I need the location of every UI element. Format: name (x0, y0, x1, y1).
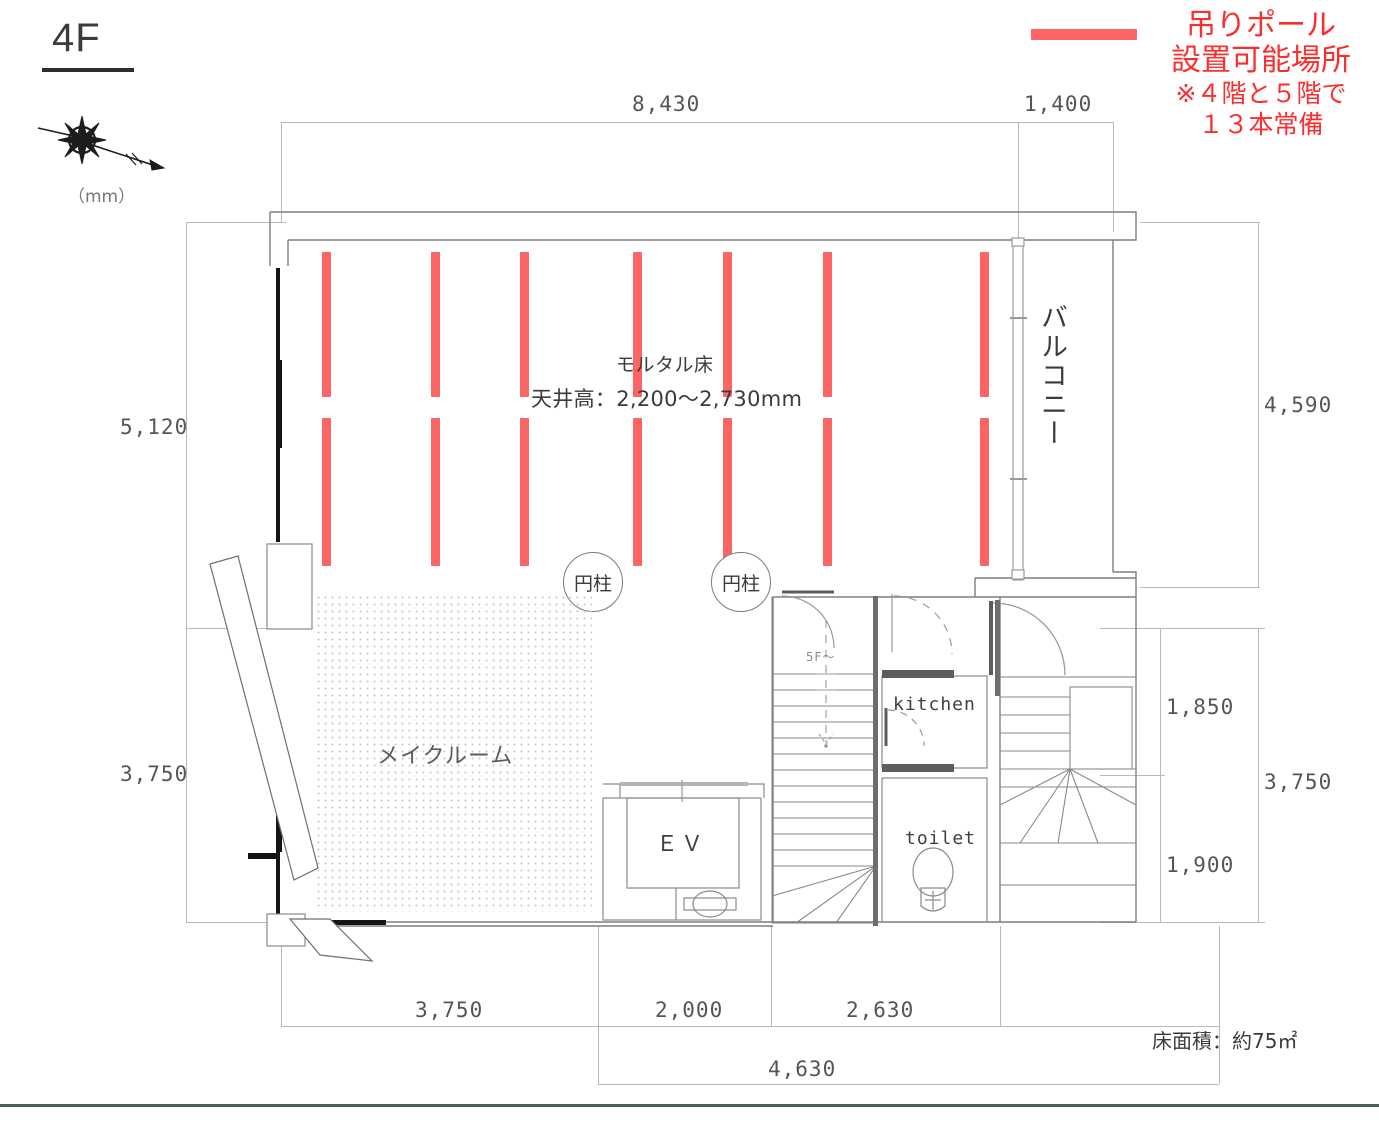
dim-tick-bottom-2 (598, 926, 599, 1084)
wall-left-stub (248, 853, 276, 859)
hanging-pole-4-lower (633, 418, 642, 566)
elevator-label: ＥＶ (656, 832, 707, 857)
elevator-shaft (602, 780, 765, 921)
hanging-pole-2-lower (431, 418, 440, 566)
dim-right-lower-total: 3,750 (1264, 770, 1333, 794)
compass-icon (37, 115, 166, 171)
stair-up-label: 5F〜 (806, 650, 836, 664)
dim-line-left (186, 222, 187, 922)
ceiling-height-label: 天井高：2,200〜2,730mm (531, 387, 803, 411)
mortar-floor-label: モルタル床 (616, 354, 714, 376)
dim-line-right-lower (1258, 628, 1259, 922)
wall-left-segment-2 (276, 360, 282, 448)
hanging-pole-2-upper (431, 252, 440, 397)
dim-tick-right-lower-bottom (1100, 922, 1265, 923)
wall-left-segment-1 (276, 268, 280, 360)
dim-right-upper: 4,590 (1264, 393, 1333, 417)
make-room-area (315, 594, 592, 912)
floor-area-note: 床面積：約75㎡ (1152, 1029, 1298, 1053)
legend-note-1: ※４階と５階で (1175, 79, 1347, 108)
kitchen-label: kitchen (893, 694, 976, 715)
dim-bottom-mid: 2,000 (655, 998, 724, 1022)
dim-tick-top-mid (1018, 122, 1019, 240)
dim-line-top (281, 122, 1114, 123)
dim-tick-bottom-1 (281, 926, 282, 1026)
bottom-divider (0, 1104, 1379, 1107)
column-circle-1-label: 円柱 (573, 572, 612, 595)
column-circle-2: 円柱 (711, 552, 771, 612)
hanging-pole-6-lower (823, 418, 832, 566)
dim-top-main: 8,430 (632, 92, 701, 116)
balcony-railing (1010, 237, 1027, 581)
door-swing-stair (781, 590, 835, 649)
hanging-pole-5-lower (723, 418, 732, 566)
column-circle-2-label: 円柱 (721, 572, 760, 595)
pilaster-left (266, 543, 313, 630)
make-room-label: メイクルーム (377, 744, 514, 769)
page-title: 4F (52, 16, 101, 60)
dim-right-inner-lower: 1,900 (1166, 853, 1235, 877)
secondary-staircase (999, 676, 1137, 886)
hanging-pole-5-upper (723, 252, 732, 397)
dim-bottom-total: 4,630 (768, 1057, 837, 1081)
dim-top-balcony: 1,400 (1024, 92, 1093, 116)
hanging-pole-3-upper (520, 252, 529, 397)
legend-line-1: 吊りポール (1186, 8, 1336, 43)
dim-line-bottom-total (598, 1084, 1219, 1085)
core-wall-kitchen-right (995, 600, 1000, 696)
dim-tick-top-right (1113, 122, 1114, 232)
dim-bottom-right: 2,630 (846, 998, 915, 1022)
dim-tick-bottom-4 (1000, 926, 1001, 1026)
dim-tick-right-lower-mid (1100, 775, 1165, 776)
toilet-label: toilet (905, 828, 977, 849)
hanging-pole-4-upper (633, 252, 642, 397)
wall-left-segment-5 (276, 852, 280, 922)
dim-right-inner-upper: 1,850 (1166, 695, 1235, 719)
kitchen-room (881, 670, 988, 772)
dim-tick-right-mid (1140, 587, 1260, 588)
toilet-room (881, 777, 988, 923)
unit-label: （mm） (68, 187, 136, 207)
hanging-pole-1-lower (322, 418, 331, 566)
dim-tick-bottom-3 (771, 926, 772, 1026)
balcony-label: バルコニー (1036, 303, 1067, 448)
dim-left-upper: 5,120 (120, 415, 189, 439)
dim-line-right-upper (1258, 222, 1259, 587)
main-staircase (771, 596, 877, 924)
legend-line-2: 設置可能場所 (1171, 43, 1351, 78)
wall-left-segment-3 (276, 448, 280, 542)
hanging-pole-7-lower (980, 418, 989, 566)
door-swing-right-entry (989, 601, 1066, 676)
hanging-pole-6-upper (823, 252, 832, 397)
hanging-pole-7-upper (980, 252, 989, 397)
wall-bottom-stub (318, 920, 386, 925)
title-underline (42, 68, 134, 72)
legend-note-2: １３本常備 (1198, 110, 1324, 139)
dim-tick-right-lower-top (1100, 628, 1265, 629)
door-swing-corridor (891, 594, 953, 655)
dim-tick-right-top (1140, 222, 1260, 223)
dim-tick-top-left (281, 122, 282, 222)
legend-swatch (1031, 29, 1137, 40)
hanging-pole-3-lower (520, 418, 529, 566)
dim-tick-left-bottom (186, 922, 296, 923)
core-wall-vertical (873, 596, 878, 926)
dim-tick-bottom-5 (1219, 926, 1220, 1084)
hanging-pole-1-upper (322, 252, 331, 397)
legend-text: 吊りポール 設置可能場所 ※４階と５階で １３本常備 (1141, 8, 1379, 140)
dim-line-bottom (281, 1026, 1219, 1027)
dim-left-lower: 3,750 (120, 762, 189, 786)
dim-bottom-left: 3,750 (415, 998, 484, 1022)
door-swing-bottom-left (288, 918, 374, 962)
dim-tick-left-top (186, 222, 286, 223)
